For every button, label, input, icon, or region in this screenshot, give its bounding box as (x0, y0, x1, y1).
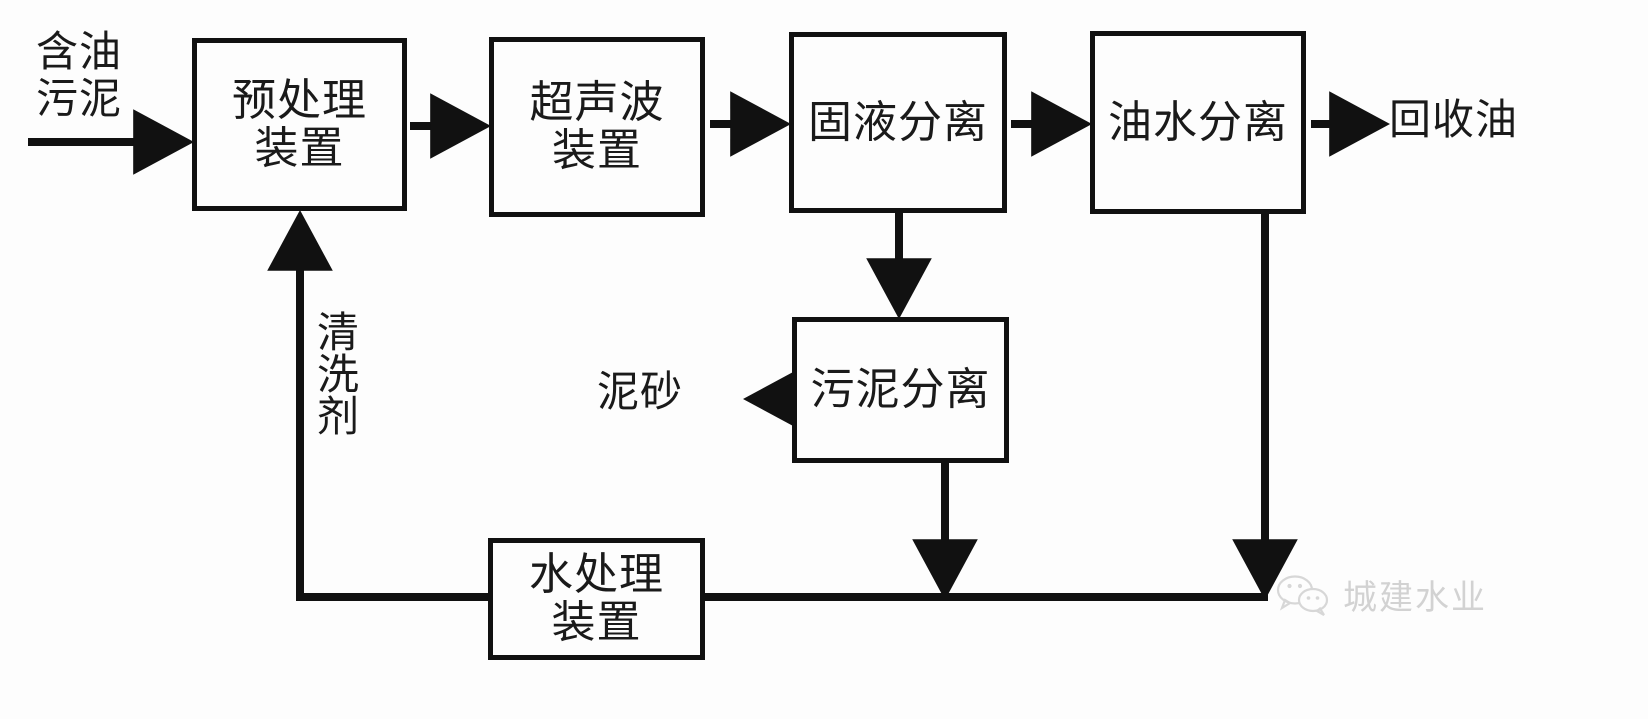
node-ultrasonic-device[interactable]: 超声波 装置 (489, 37, 705, 217)
node-label: 油水分离 (1108, 96, 1288, 148)
edge-water-to-pretreat-recycle (267, 209, 488, 601)
watermark: 城建水业 (1275, 570, 1487, 619)
detergent-char-1: 清 (317, 308, 360, 357)
stream-label-detergent: 清 洗 剂 (317, 312, 359, 438)
node-label: 污泥分离 (810, 364, 991, 416)
detergent-char-3: 剂 (317, 392, 360, 441)
detergent-char-2: 洗 (317, 350, 360, 399)
node-label: 预处理 装置 (232, 74, 367, 174)
watermark-text: 城建水业 (1343, 578, 1487, 618)
node-pretreatment-device[interactable]: 预处理 装置 (192, 38, 407, 211)
node-oil-water-separation[interactable]: 油水分离 (1090, 31, 1306, 214)
node-solid-liquid-separation[interactable]: 固液分离 (789, 32, 1007, 213)
node-label: 超声波 装置 (529, 77, 665, 176)
stream-label-recovered-oil: 回收油 (1389, 95, 1519, 144)
stream-label-mud-sand: 泥砂 (597, 367, 684, 416)
node-label: 水处理 装置 (529, 549, 664, 648)
node-label: 固液分离 (808, 96, 988, 148)
node-sludge-separation[interactable]: 污泥分离 (792, 317, 1009, 463)
wechat-icon (1275, 574, 1333, 616)
stream-label-oily-sludge: 含油 污泥 (36, 27, 123, 124)
node-water-treatment-device[interactable]: 水处理 装置 (488, 538, 705, 660)
